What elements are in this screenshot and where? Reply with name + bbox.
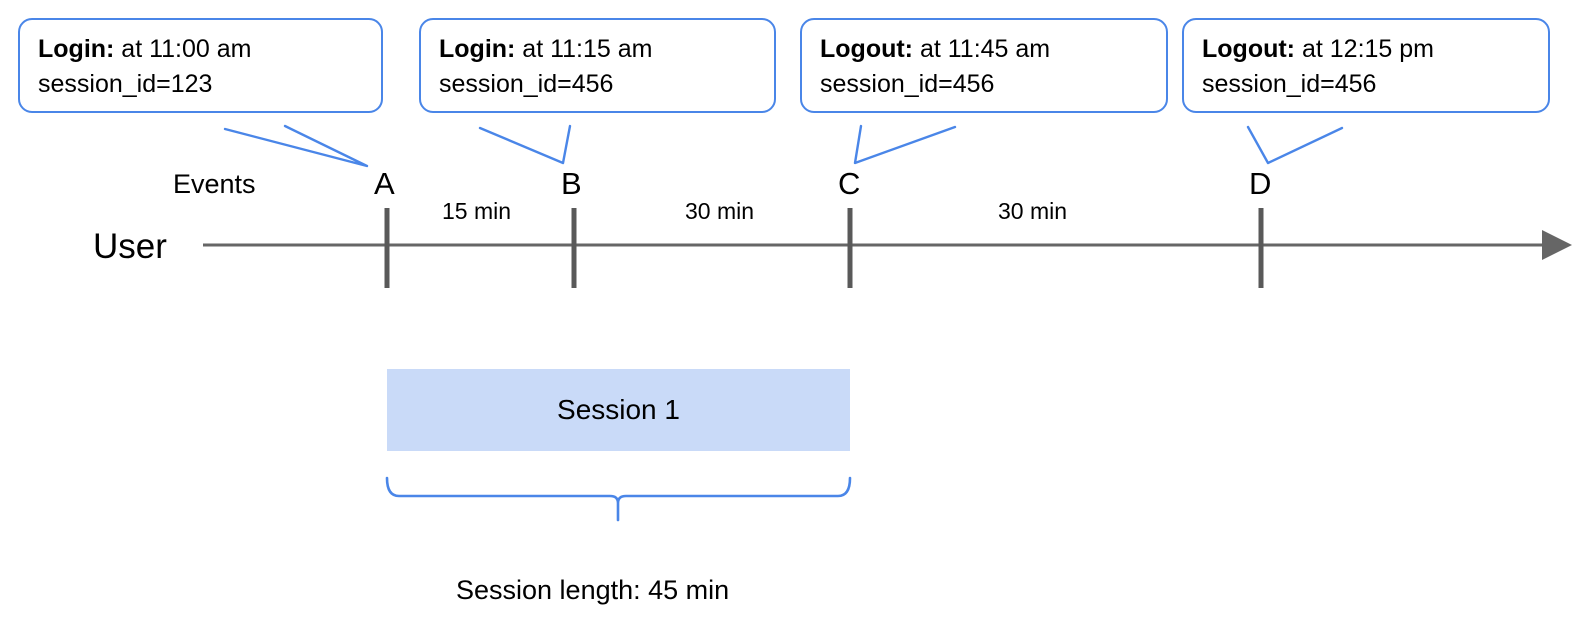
callout-lead: Login: [439,35,516,63]
row-label-events: Events [173,169,256,199]
session-length-caption: Session length: 45 min [456,575,730,605]
session-bar[interactable]: Session 1 [387,369,850,451]
interval-label-cd: 30 min [998,198,1068,224]
callout-bubble-a[interactable]: Login: at 11:00 am session_id=123 [18,18,383,113]
callout-bubble-b[interactable]: Login: at 11:15 am session_id=456 [419,18,776,113]
callout-lead: Login: [38,35,115,63]
callout-line-2: session_id=456 [820,69,995,98]
event-marker-label-b: B [561,166,582,201]
callout-line-1: Login: at 11:15 am [439,32,758,67]
callout-line-1: Logout: at 11:45 am [820,32,1150,67]
callout-tail-b [478,124,572,165]
session-span-brace [385,476,852,522]
event-marker-label-d: D [1249,166,1272,201]
callout-rest: at 11:00 am [114,35,252,63]
event-marker-label-c: C [838,166,861,201]
callout-rest: at 11:45 am [913,35,1051,63]
callout-tail-d [1246,125,1344,165]
callout-tail-c [853,124,957,165]
event-marker-label-a: A [374,166,395,201]
callout-lead: Logout: [820,35,914,63]
interval-label-bc: 30 min [685,198,755,224]
callout-tail-a [223,124,369,168]
callout-line-1: Logout: at 12:15 pm [1202,32,1532,67]
callout-rest: at 11:15 am [515,35,653,63]
row-label-user: User [93,227,167,266]
callout-rest: at 12:15 pm [1295,35,1434,63]
callout-bubble-d[interactable]: Logout: at 12:15 pm session_id=456 [1182,18,1550,113]
callout-line-2: session_id=456 [1202,69,1377,98]
callout-line-2: session_id=123 [38,69,213,98]
interval-label-ab: 15 min [442,198,512,224]
callout-lead: Logout: [1202,35,1296,63]
callout-line-2: session_id=456 [439,69,614,98]
session-bar-label: Session 1 [557,394,680,425]
callout-line-1: Login: at 11:00 am [38,32,365,67]
callout-bubble-c[interactable]: Logout: at 11:45 am session_id=456 [800,18,1168,113]
